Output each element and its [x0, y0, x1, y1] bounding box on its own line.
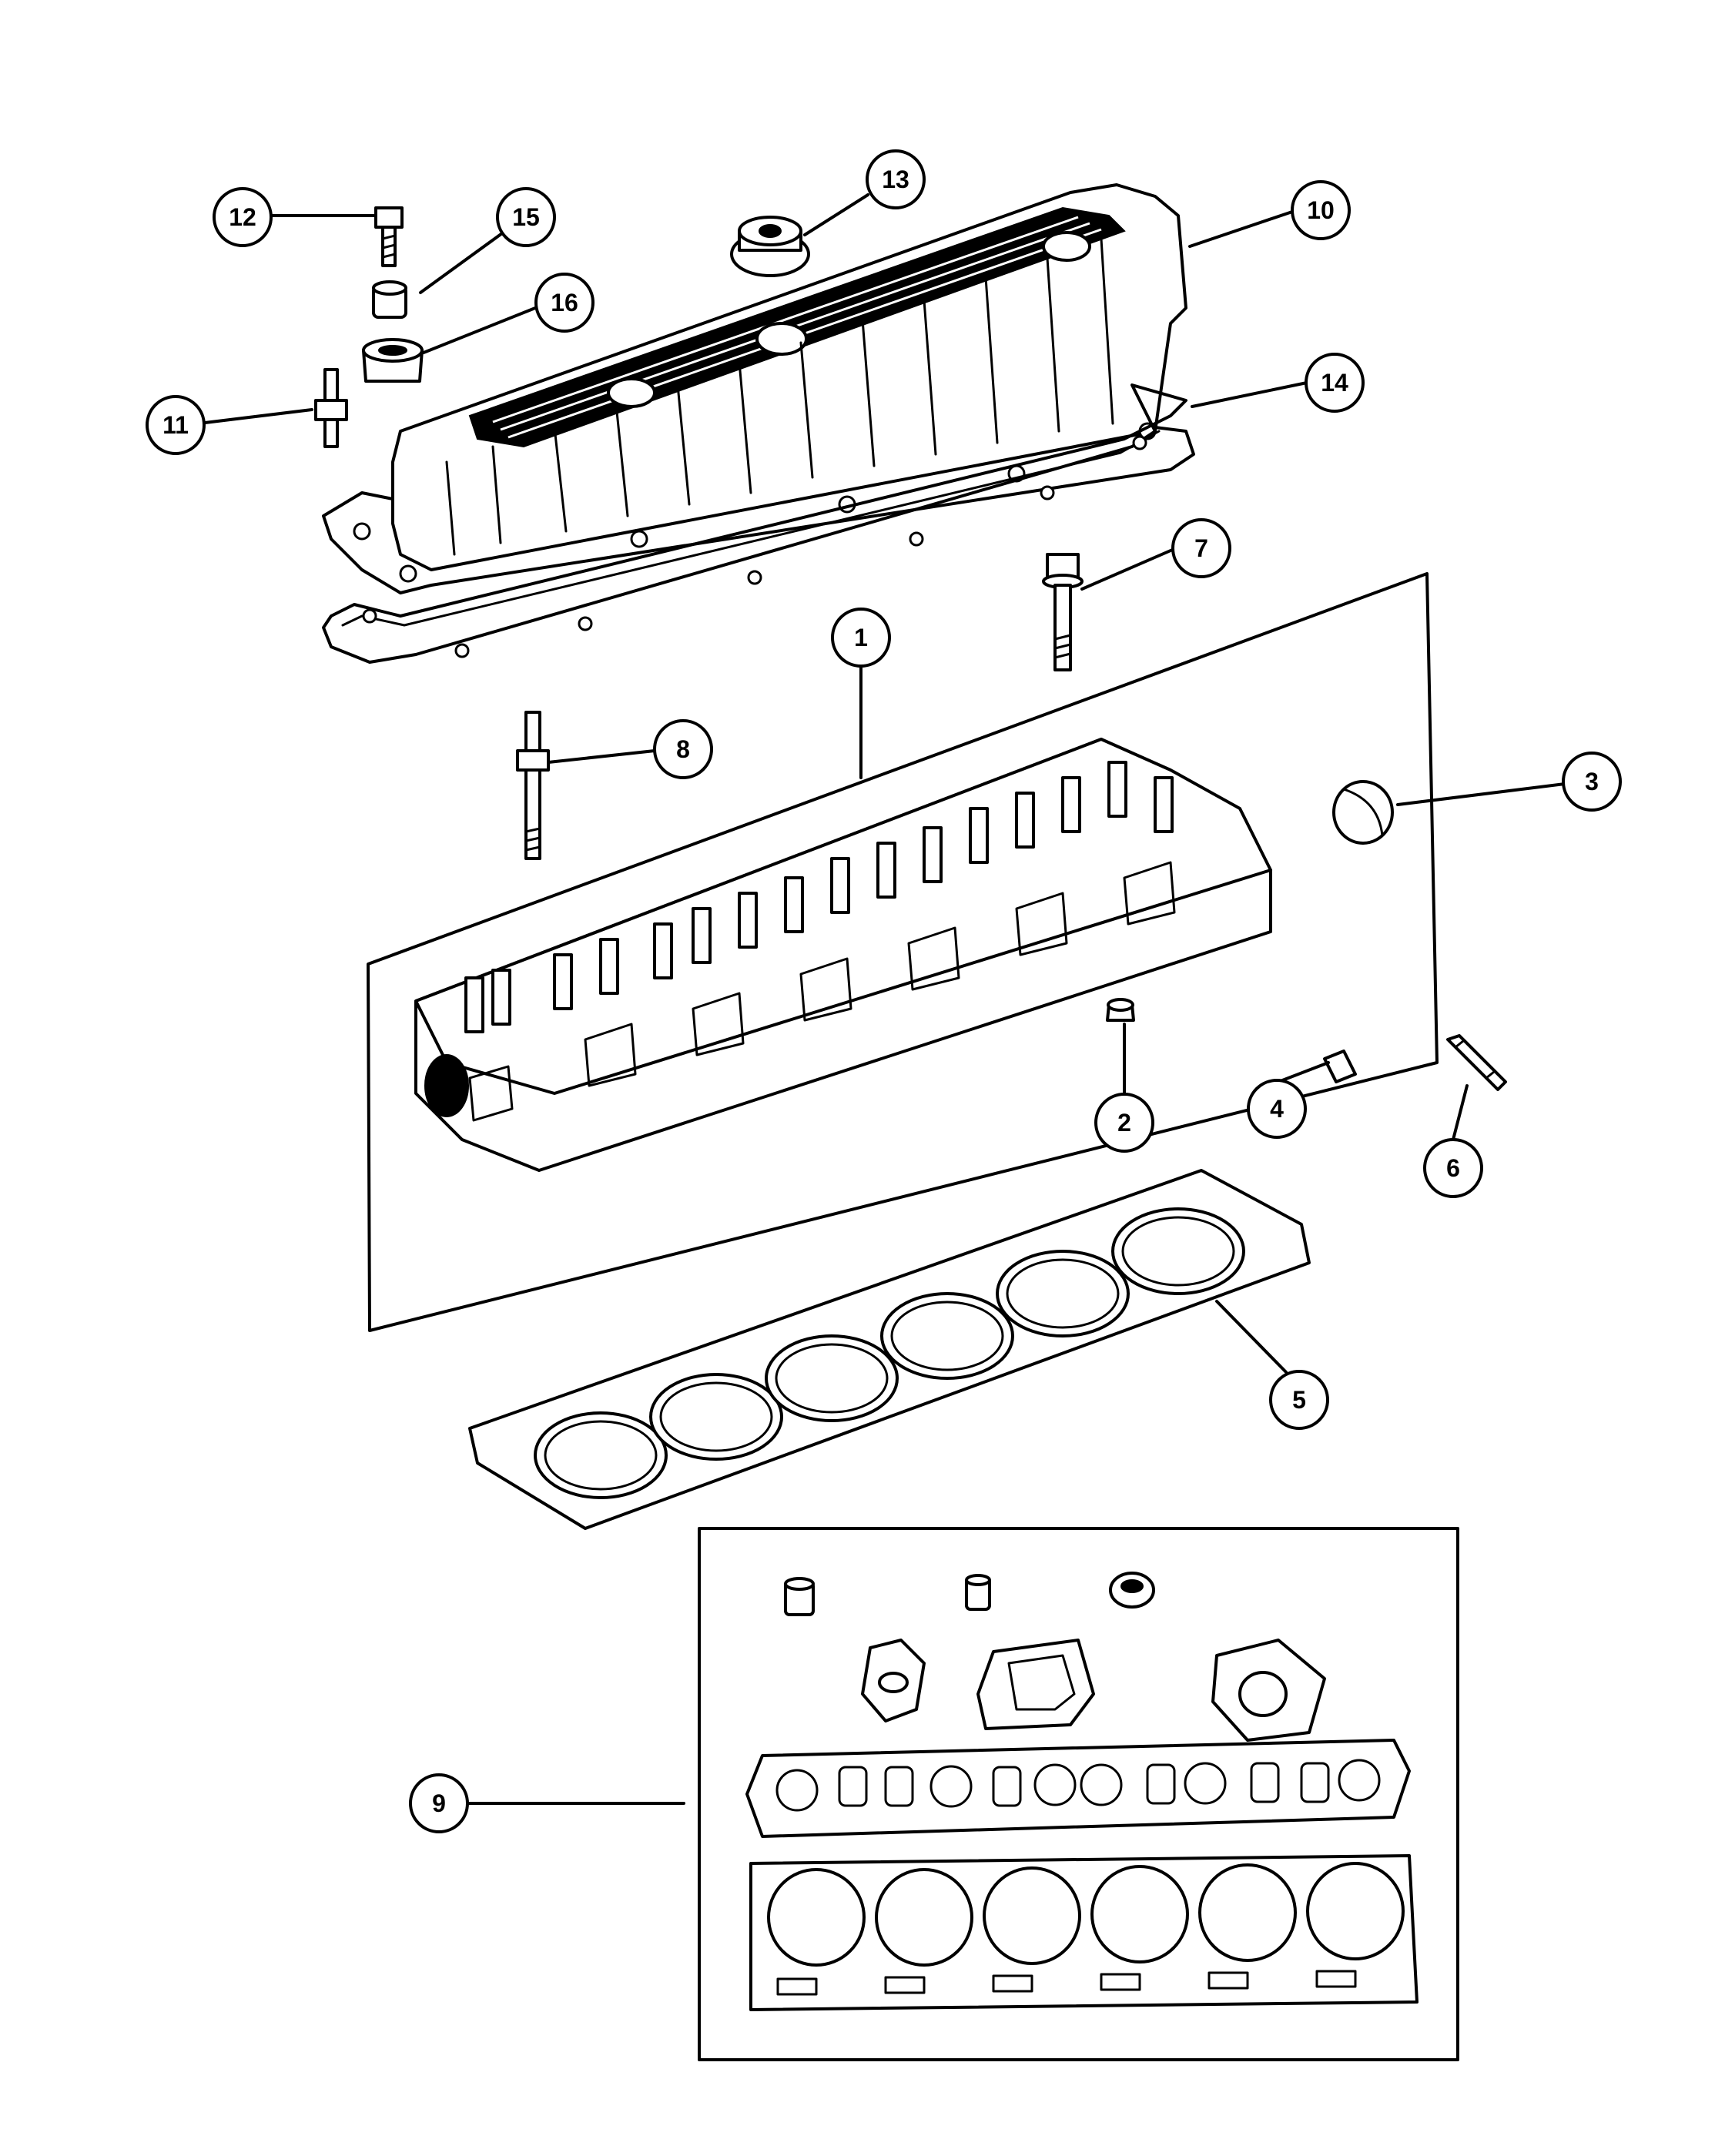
- callout-2-label: 2: [1117, 1109, 1131, 1137]
- callout-9-label: 9: [432, 1789, 446, 1817]
- callout-6-label: 6: [1446, 1154, 1460, 1182]
- gasket-kit-box: [698, 1527, 1459, 2061]
- callout-4-label: 4: [1270, 1095, 1284, 1123]
- stud-6: [1446, 1034, 1507, 1091]
- stud-8: [516, 711, 550, 860]
- callout-3-label: 3: [1585, 768, 1599, 795]
- callout-12-label: 12: [229, 203, 256, 231]
- callout-5: 5: [1269, 1370, 1329, 1430]
- callout-13-label: 13: [882, 166, 909, 193]
- cylinder-head-box: [367, 572, 1439, 1332]
- callout-1: 1: [831, 608, 891, 668]
- plug-2: [1106, 998, 1135, 1022]
- callout-14: 14: [1305, 353, 1365, 413]
- callout-3: 3: [1562, 752, 1622, 812]
- callout-16: 16: [534, 273, 595, 333]
- callout-9: 9: [409, 1773, 469, 1833]
- valve-cover: [322, 183, 1195, 594]
- callout-7: 7: [1171, 518, 1231, 578]
- head-gasket: [468, 1169, 1311, 1530]
- head-bolt-7: [1042, 553, 1084, 671]
- callout-12: 12: [213, 187, 273, 247]
- grommet-15: [372, 280, 407, 319]
- grommet-16: [362, 338, 424, 383]
- callout-5-label: 5: [1292, 1386, 1306, 1414]
- callout-11-label: 11: [162, 411, 189, 439]
- callout-11: 11: [146, 395, 206, 455]
- callout-6: 6: [1423, 1138, 1483, 1198]
- stud-11: [314, 368, 348, 448]
- callout-2: 2: [1094, 1093, 1154, 1153]
- callout-7-label: 7: [1194, 534, 1208, 562]
- gasket-kit-parts: [745, 1572, 1419, 2011]
- callout-10-label: 10: [1307, 196, 1335, 224]
- cylinder-head: [414, 738, 1272, 1172]
- callout-16-label: 16: [551, 289, 578, 316]
- callout-8-label: 8: [676, 735, 690, 763]
- dowel-4: [1323, 1050, 1357, 1083]
- valve-cover-gasket: [322, 383, 1187, 664]
- callout-8: 8: [653, 719, 713, 779]
- callout-15-label: 15: [512, 203, 540, 231]
- expansion-plug-3: [1332, 780, 1394, 845]
- callout-15: 15: [496, 187, 556, 247]
- bolt-12: [374, 206, 404, 267]
- leader-lines: [197, 193, 1573, 1805]
- callout-14-label: 14: [1321, 369, 1348, 397]
- oil-fill-cap: [730, 216, 810, 277]
- callout-4: 4: [1247, 1079, 1307, 1139]
- callout-10: 10: [1291, 180, 1351, 240]
- callout-13: 13: [866, 149, 926, 209]
- callout-1-label: 1: [854, 624, 868, 651]
